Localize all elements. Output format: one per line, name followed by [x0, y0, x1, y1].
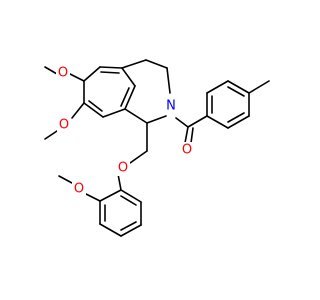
bond [120, 195, 137, 206]
methoxy-oxygen-7: O [57, 117, 71, 133]
ether-oxygen: O [116, 160, 130, 176]
bond [83, 66, 101, 82]
bond [227, 112, 245, 123]
atom-label-layer: O O O O O N [56, 65, 194, 197]
bond [145, 59, 168, 69]
bond [85, 193, 101, 202]
bond [121, 59, 147, 69]
atom-label-o: O [74, 182, 84, 197]
bond [121, 67, 136, 87]
bond [248, 80, 270, 94]
bond [120, 224, 142, 237]
bond [99, 223, 122, 237]
bond [71, 102, 85, 119]
bond [190, 127, 194, 144]
bond [146, 115, 167, 124]
bond [120, 221, 137, 231]
bond [184, 126, 189, 144]
bond [120, 87, 130, 107]
carbonyl-oxygen: O [180, 142, 194, 158]
bond [44, 66, 58, 75]
atom-label-o: O [58, 66, 68, 81]
bond [100, 71, 120, 74]
atom-label-o: O [182, 143, 192, 158]
bond [227, 115, 250, 129]
bond [124, 85, 136, 110]
bond-layer [44, 59, 270, 237]
structure-diagram: O O O O O N [44, 59, 270, 237]
bond [129, 150, 148, 164]
bond [88, 100, 103, 112]
atom-label-n: N [166, 99, 176, 114]
bond [206, 115, 229, 129]
bond [44, 130, 58, 140]
bond [206, 80, 229, 94]
atom-label-o: O [59, 118, 69, 133]
atom-label-o: O [118, 161, 128, 176]
bond [58, 175, 73, 184]
bond [69, 73, 85, 82]
methoxyphenyl-oxygen: O [72, 181, 86, 197]
ring-nitrogen: N [164, 98, 178, 114]
bond [102, 108, 126, 118]
bond [227, 80, 250, 94]
bond [187, 115, 208, 128]
bond [166, 67, 171, 94]
bond [120, 189, 142, 203]
bond [83, 102, 104, 118]
bond [227, 86, 245, 97]
bond [99, 189, 122, 202]
bond [124, 108, 148, 124]
bond [175, 117, 189, 128]
methoxy-oxygen-6: O [56, 65, 70, 81]
bond [117, 173, 122, 191]
bond [99, 66, 123, 69]
molecule-drawing: O O O O O N [44, 59, 270, 237]
